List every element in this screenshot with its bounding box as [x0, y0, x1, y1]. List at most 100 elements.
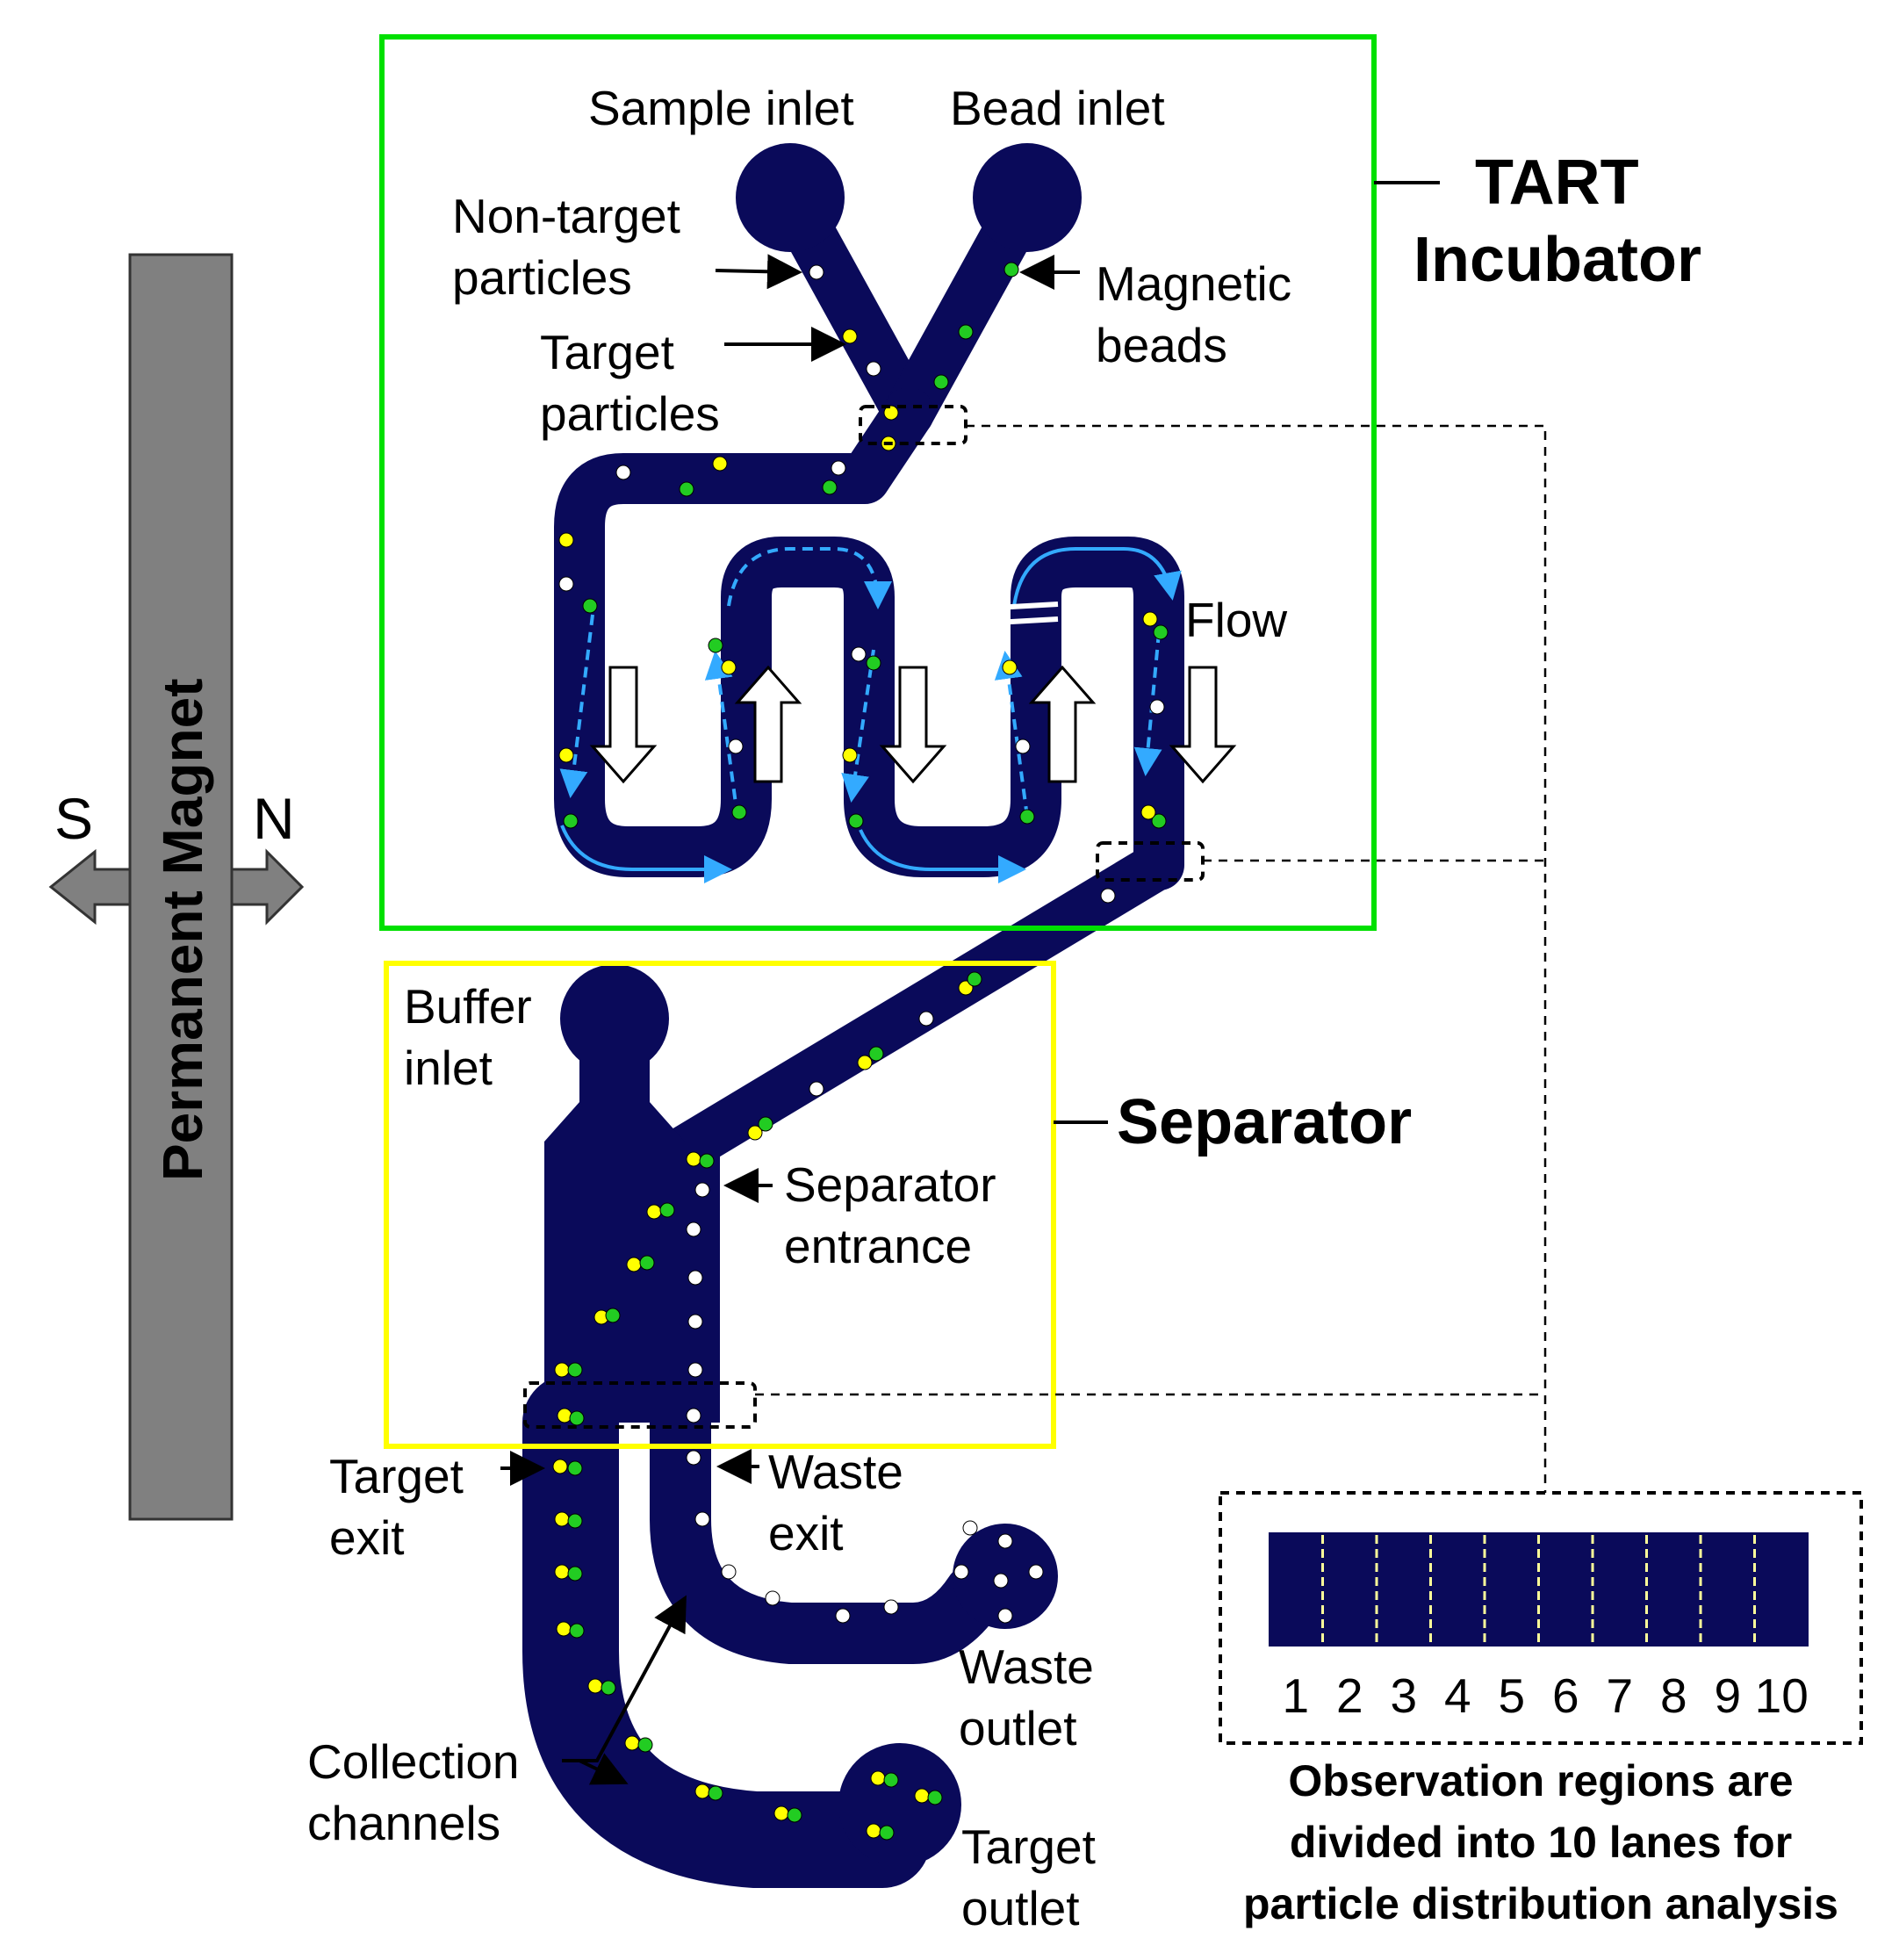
particle — [958, 324, 974, 340]
lane-label-5: 5 — [1498, 1668, 1525, 1723]
particle — [637, 1737, 653, 1753]
particle — [1142, 611, 1158, 627]
particle — [686, 1408, 701, 1423]
incubator-title-line1: TART — [1475, 148, 1639, 218]
bead-inlet-port — [973, 143, 1082, 252]
particle — [773, 1805, 789, 1821]
target-outlet-label-line2: outlet — [961, 1881, 1080, 1935]
lane-label-9: 9 — [1714, 1668, 1741, 1723]
particle — [868, 1046, 884, 1062]
particle — [914, 1788, 930, 1804]
particle — [967, 971, 982, 987]
particle — [557, 1408, 572, 1423]
flow-direction-arrows — [589, 665, 1237, 784]
particle — [997, 1608, 1013, 1624]
particle — [857, 1055, 873, 1070]
connector-channel — [651, 840, 1183, 1179]
separator-box — [384, 961, 1056, 1449]
particle — [567, 1460, 583, 1476]
waste-outlet-label-line2: outlet — [959, 1701, 1077, 1755]
caption-line1: Observation regions are — [1288, 1756, 1793, 1805]
flow-line-8 — [1012, 547, 1182, 607]
particle — [866, 655, 881, 671]
particle — [1151, 813, 1167, 829]
permanent-magnet: Permanent Magnet S N — [48, 253, 305, 1521]
serpentine-channel — [554, 387, 1184, 890]
leader-lines — [500, 181, 1440, 1785]
observation-region-3 — [523, 1381, 757, 1429]
particle — [708, 638, 723, 653]
caption-line2: divided into 10 lanes for — [1290, 1818, 1792, 1867]
flow-line-5 — [841, 649, 875, 803]
particle — [554, 1564, 570, 1580]
particle — [728, 739, 744, 754]
particle — [587, 1678, 603, 1694]
particle — [918, 1011, 934, 1027]
incubator-labels: Sample inlet Bead inlet Non-target parti… — [452, 81, 1701, 647]
particle — [659, 1202, 675, 1218]
particle — [554, 1511, 570, 1527]
flow-down-arrow-1 — [589, 666, 658, 784]
particle — [809, 264, 824, 280]
particle — [835, 1608, 851, 1624]
incubator-title-line2: Incubator — [1413, 225, 1701, 295]
waste-collection-channel — [650, 1392, 1005, 1664]
buffer-inlet-label-line2: inlet — [404, 1041, 493, 1095]
particle — [1140, 804, 1156, 820]
leader-collection-target — [579, 1753, 629, 1785]
particle — [953, 1564, 969, 1580]
magnetic-beads-label-line1: Magnetic — [1096, 256, 1291, 311]
flow-up-arrow-1 — [734, 665, 802, 783]
particle — [554, 1362, 570, 1378]
particle — [558, 576, 574, 592]
waste-exit-label-line2: exit — [768, 1506, 844, 1560]
separator-title: Separator — [1117, 1087, 1412, 1157]
flow-streamlines — [559, 547, 1182, 883]
particle — [848, 813, 864, 829]
observation-regions — [523, 405, 1863, 1745]
particle — [569, 1623, 585, 1639]
south-arrow-icon — [48, 848, 132, 926]
particle — [809, 1081, 824, 1097]
particle — [686, 1221, 701, 1237]
particle — [870, 1770, 886, 1786]
caption-line3: particle distribution analysis — [1243, 1879, 1838, 1928]
lane-label-6: 6 — [1552, 1668, 1579, 1723]
non-target-label-line2: particles — [452, 250, 632, 305]
flow-line-4 — [727, 547, 892, 609]
flow-line-3 — [704, 651, 739, 818]
magnet-label: Permanent Magnet — [151, 678, 214, 1181]
particle — [883, 1772, 899, 1788]
particle — [694, 1783, 710, 1799]
particle — [1028, 1564, 1044, 1580]
lane-label-10: 10 — [1755, 1668, 1809, 1723]
particle — [1100, 888, 1116, 904]
target-particles-label-line2: particles — [540, 386, 720, 441]
particle — [605, 1308, 621, 1323]
south-pole-label: S — [54, 786, 93, 851]
break-mark-icon — [978, 602, 1059, 626]
particle — [687, 1314, 703, 1329]
observation-caption: Observation regions are divided into 10 … — [1243, 1756, 1838, 1928]
particle — [563, 813, 579, 829]
particle — [686, 1450, 701, 1466]
particle — [1019, 809, 1035, 825]
separator-entrance-label-line2: entrance — [784, 1219, 972, 1273]
north-pole-label: N — [253, 786, 295, 851]
non-target-label-line1: Non-target — [452, 189, 680, 243]
particle — [699, 1153, 715, 1169]
buffer-neck — [579, 1045, 650, 1106]
particle — [694, 1511, 710, 1527]
particle — [679, 481, 694, 497]
particle — [1153, 624, 1169, 640]
flow-label: Flow — [1185, 593, 1287, 647]
magnetic-beads-label-line2: beads — [1096, 318, 1227, 372]
particle — [569, 1410, 585, 1426]
particle — [997, 1533, 1013, 1549]
particle — [747, 1125, 763, 1141]
target-exit-label-line2: exit — [329, 1510, 405, 1565]
target-outlet-label-line1: Target — [961, 1819, 1096, 1874]
particle — [567, 1566, 583, 1582]
